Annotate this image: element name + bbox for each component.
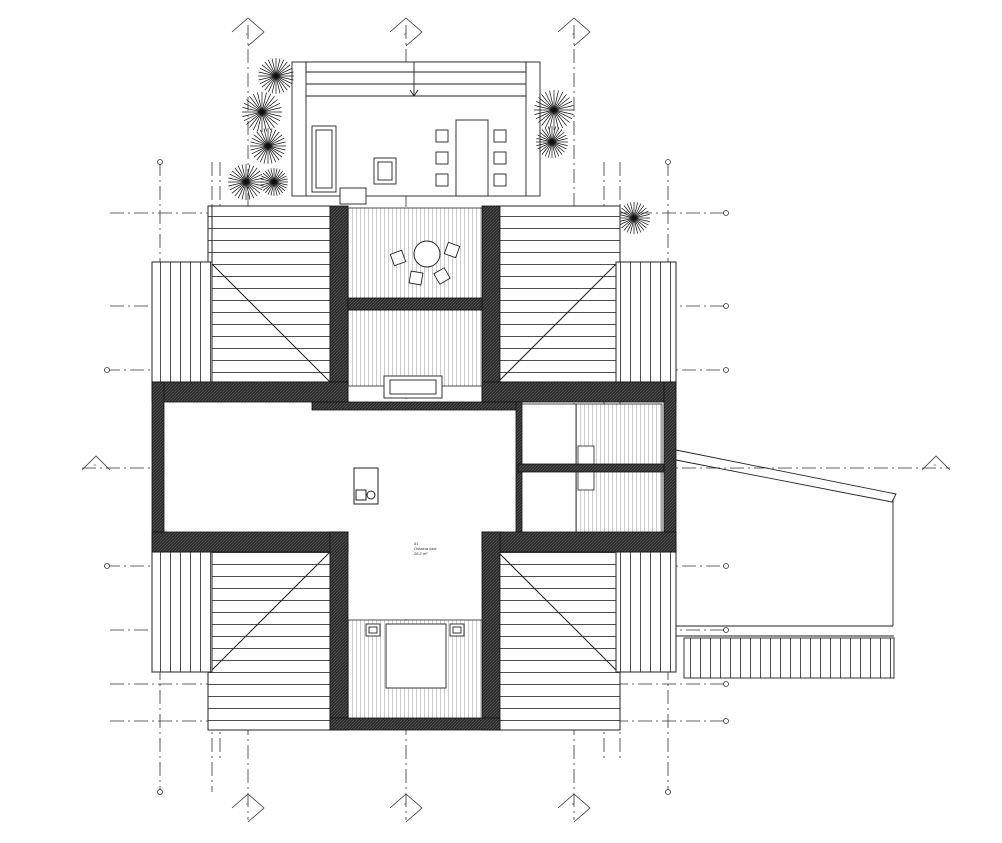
tree-icon bbox=[250, 128, 286, 164]
room-label: 01 Ostatná časť 28.2 m² bbox=[414, 541, 437, 556]
room-label-number: 01 bbox=[414, 541, 419, 546]
tree-icon bbox=[534, 90, 574, 130]
roof-plane-top-left bbox=[151, 205, 331, 383]
axis-marker-right: A bbox=[934, 463, 936, 467]
tree-icon bbox=[536, 126, 568, 158]
axis-marker-left: A bbox=[94, 463, 96, 467]
chair-icon bbox=[389, 241, 461, 286]
tree-icon bbox=[242, 92, 282, 132]
axis-marker-labels: 1 2 3 1 2 3 A A bbox=[94, 32, 936, 806]
roof-plane-top-right bbox=[497, 205, 677, 383]
axis-marker-bottom-right: 3 bbox=[572, 802, 574, 806]
roof-plane-bottom-right bbox=[497, 551, 677, 731]
trees bbox=[228, 58, 650, 234]
section-markers bbox=[81, 17, 951, 823]
axis-marker-bottom-center: 2 bbox=[404, 802, 406, 806]
kitchen-unit-icon bbox=[353, 467, 379, 505]
terrace-dining-table bbox=[435, 119, 507, 197]
room-label-name: Ostatná časť bbox=[414, 546, 437, 551]
axis-marker-top-center: 2 bbox=[404, 32, 406, 36]
bed-icon bbox=[365, 623, 465, 689]
right-annex bbox=[675, 449, 897, 679]
tree-icon bbox=[228, 164, 264, 200]
bottom-bedroom bbox=[347, 619, 483, 721]
axis-marker-top-right: 3 bbox=[572, 32, 574, 36]
axis-marker-bottom-left: 1 bbox=[246, 802, 248, 806]
chair-icon bbox=[435, 129, 507, 187]
room-label-area: 28.2 m² bbox=[414, 551, 428, 556]
sofa-icon bbox=[383, 375, 443, 399]
tree-icon bbox=[260, 168, 288, 196]
table-icon bbox=[455, 119, 489, 197]
roof-plane-bottom-left bbox=[151, 551, 331, 731]
tree-icon bbox=[258, 58, 294, 94]
top-balcony-room bbox=[347, 207, 483, 399]
tree-icon bbox=[618, 202, 650, 234]
walls bbox=[151, 205, 677, 731]
grid-line-end-markers bbox=[104, 159, 729, 795]
axis-marker-top-left: 1 bbox=[246, 32, 248, 36]
main-room bbox=[164, 400, 518, 618]
